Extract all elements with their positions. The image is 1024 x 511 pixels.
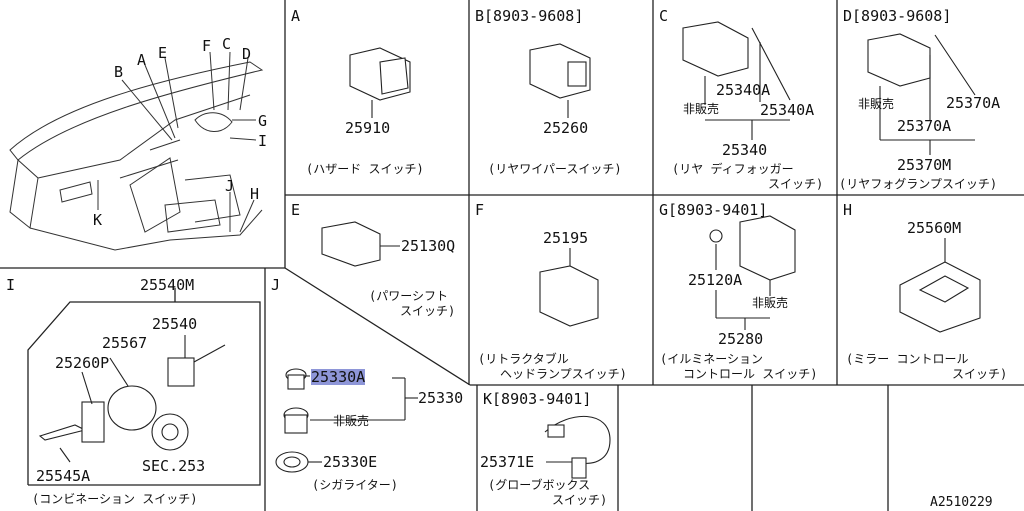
overview-label-c: C <box>222 35 232 53</box>
overview-label-f: F <box>202 37 212 55</box>
panel-c-part-25340a-1[interactable]: 25340A <box>716 81 771 99</box>
overview-label-k: K <box>93 211 103 229</box>
panel-a-caption: (ハザード スイッチ) <box>306 162 424 176</box>
panel-k-caption-1: (グローブボックス <box>488 478 591 492</box>
panel-e-caption-2: スイッチ) <box>400 304 456 318</box>
overview-label-d: D <box>242 45 252 63</box>
panel-i-part-25545a[interactable]: 25545A <box>36 467 91 485</box>
panel-j-part-25330[interactable]: 25330 <box>418 389 464 407</box>
overview-label-h: H <box>250 185 260 203</box>
panel-d-part-25370a-1[interactable]: 25370A <box>946 94 1001 112</box>
panel-d-letter: D[8903-9608] <box>843 7 952 25</box>
panel-b-part-25260[interactable]: 25260 <box>543 119 589 137</box>
panel-k-caption-2: スイッチ) <box>552 493 608 507</box>
panel-a-part-25910[interactable]: 25910 <box>345 119 391 137</box>
panel-d-caption: (リヤフォグランプスイッチ) <box>839 177 998 191</box>
panel-c-letter: C <box>659 7 669 25</box>
panel-i-part-25260p[interactable]: 25260P <box>55 354 110 372</box>
panel-g-caption-2: コントロール スイッチ) <box>683 367 818 381</box>
panel-k-letter: K[8903-9401] <box>483 390 592 408</box>
diagram-code: A2510229 <box>930 495 993 510</box>
panel-f-part-25195[interactable]: 25195 <box>543 229 589 247</box>
panel-d-part-25370a-2[interactable]: 25370A <box>897 117 952 135</box>
panel-g-caption-1: (イルミネーション <box>660 352 763 366</box>
panel-j-not-for-sale: 非販売 <box>333 414 370 428</box>
panel-c-caption-1: (リヤ ディフォッガー <box>672 162 794 176</box>
panel-i-sec-253[interactable]: SEC.253 <box>142 457 206 475</box>
panel-e-letter: E <box>291 201 301 219</box>
panel-e-part-25130q[interactable]: 25130Q <box>401 237 456 255</box>
panel-i-caption: (コンビネーション スイッチ) <box>32 492 198 506</box>
panel-i-part-25540m[interactable]: 25540M <box>140 276 195 294</box>
overview-label-j: J <box>225 177 235 195</box>
panel-c-part-25340[interactable]: 25340 <box>722 141 768 159</box>
panel-f-letter: F <box>475 201 485 219</box>
panel-g-part-25280[interactable]: 25280 <box>718 330 764 348</box>
panel-h-caption-2: スイッチ) <box>952 367 1008 381</box>
panel-i-letter: I <box>6 276 16 294</box>
panel-b-caption: (リヤワイパースイッチ) <box>488 162 622 176</box>
panel-g-part-25120a[interactable]: 25120A <box>688 271 743 289</box>
panel-i-part-25540[interactable]: 25540 <box>152 315 198 333</box>
dashboard-overview-drawing <box>9 51 264 251</box>
overview-label-e: E <box>158 44 168 62</box>
panel-f-caption-2: ヘッドランプスイッチ) <box>500 367 627 381</box>
overview-label-a: A <box>137 51 147 69</box>
overview-label-b: B <box>114 63 124 81</box>
panel-j-part-25330e[interactable]: 25330E <box>323 453 378 471</box>
panel-g-not-for-sale: 非販売 <box>752 296 789 310</box>
panel-g-letter: G[8903-9401] <box>659 201 768 219</box>
panel-d-not-for-sale: 非販売 <box>858 97 895 111</box>
overview-label-i: I <box>258 132 268 150</box>
panel-j-caption: (シガライター) <box>312 478 398 492</box>
panel-h-letter: H <box>843 201 853 219</box>
panel-b-letter: B[8903-9608] <box>475 7 584 25</box>
panel-d-part-25370m[interactable]: 25370M <box>897 156 952 174</box>
overview-label-g: G <box>258 112 268 130</box>
panel-i-part-25567[interactable]: 25567 <box>102 334 148 352</box>
panel-j-letter: J <box>271 276 281 294</box>
panel-c-part-25340a-2[interactable]: 25340A <box>760 101 815 119</box>
panel-h-part-25560m[interactable]: 25560M <box>907 219 962 237</box>
panel-h-caption-1: (ミラー コントロール <box>846 352 969 366</box>
panel-c-caption-2: スイッチ) <box>768 177 824 191</box>
panel-k-part-25371e[interactable]: 25371E <box>480 453 535 471</box>
panel-c-not-for-sale: 非販売 <box>683 102 720 116</box>
panel-a-letter: A <box>291 7 301 25</box>
panel-j-part-25330a-highlighted[interactable]: 25330A <box>311 368 366 386</box>
part-drawings <box>38 21 981 479</box>
panel-e-caption-1: (パワーシフト <box>369 289 448 303</box>
panel-f-caption-1: (リトラクタブル <box>478 352 569 366</box>
